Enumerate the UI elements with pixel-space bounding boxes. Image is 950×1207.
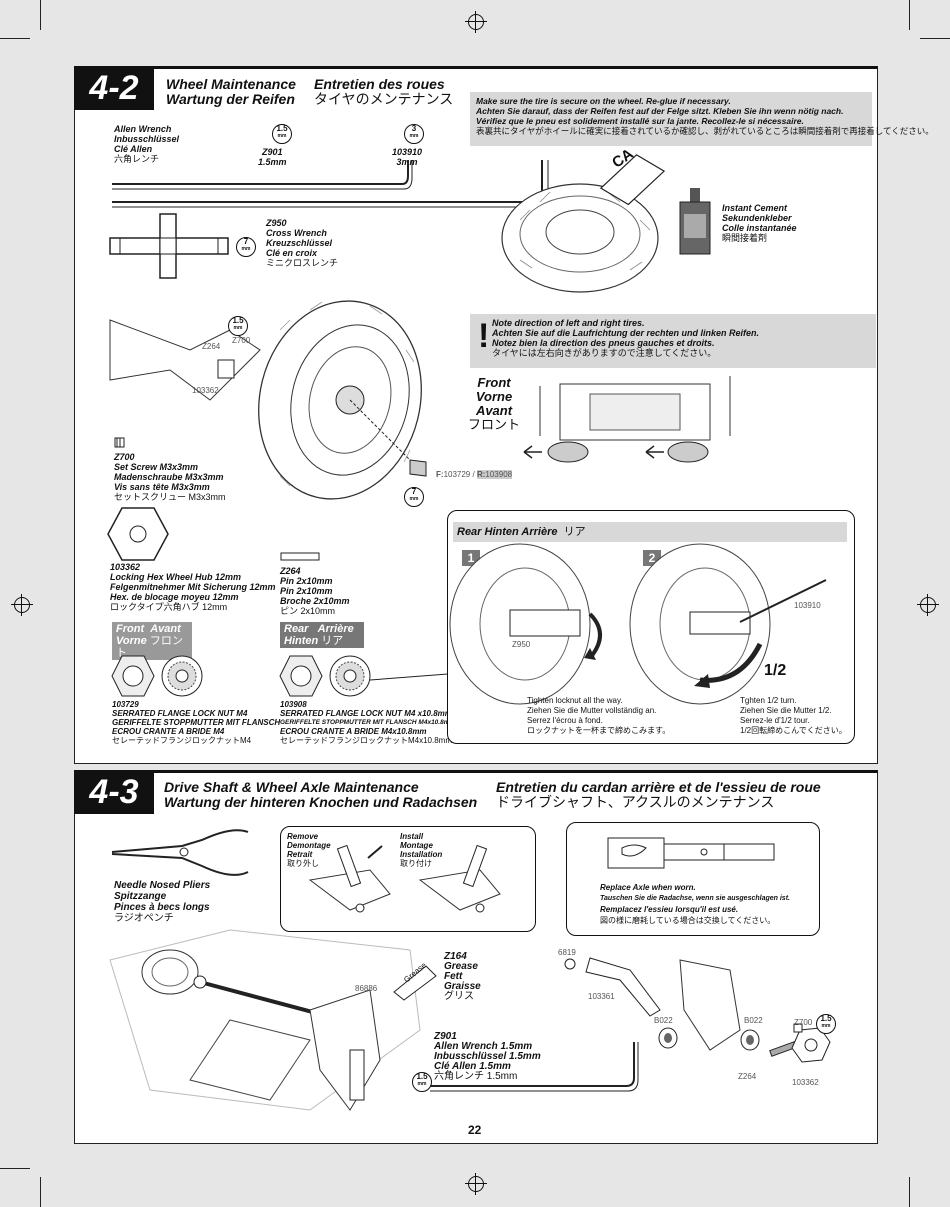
c103362-callout: 103362 xyxy=(792,1078,819,1087)
step-number: 4-2 xyxy=(74,66,154,110)
rear-driveshaft-illustration xyxy=(109,929,421,1111)
step-title-de: Wartung der hinteren Knochen und Radachs… xyxy=(164,794,478,810)
set-screw-icon xyxy=(114,437,125,448)
z264-callout: Z264 xyxy=(202,342,221,351)
crop-mark xyxy=(40,1177,41,1207)
z700-label: Z700 Set Screw M3x3mm Madenschraube M3x3… xyxy=(114,452,226,502)
z901-wrench-label: Z901 Allen Wrench 1.5mm Inbusschlüssel 1… xyxy=(434,1031,541,1082)
allen-wrench-illustration xyxy=(430,1042,639,1092)
z264-label: Z264 Pin 2x10mm Pin 2x10mm Broche 2x10mm… xyxy=(280,566,350,616)
rear-lock-nut-icons xyxy=(279,655,371,697)
direction-note: Note direction of left and right tires. … xyxy=(470,314,876,368)
registration-mark xyxy=(465,11,487,33)
install-label: Install Montage Installation 取り付け xyxy=(400,832,443,868)
worn-axle-illustration xyxy=(607,837,775,869)
z950-callout: Z950 xyxy=(512,640,531,649)
crop-mark xyxy=(0,38,30,39)
step-title-fr: Entretien des roues xyxy=(314,76,445,92)
step-number: 4-3 xyxy=(74,770,154,814)
chassis-illustration xyxy=(523,376,731,463)
front-label: Front Vorne Avant フロント xyxy=(468,375,521,432)
front-lock-nut-icons xyxy=(111,655,203,697)
rear-step1-illustration xyxy=(449,543,602,705)
rear-tag: Rear Arrière Hinten リア xyxy=(280,622,364,648)
warning-icon: ! xyxy=(478,317,490,355)
crop-mark xyxy=(40,0,41,30)
step-title-fr: Entretien du cardan arrière et de l'essi… xyxy=(496,779,821,795)
rear-step1-caption: Tighten locknut all the way. Ziehen Sie … xyxy=(527,696,671,735)
registration-mark xyxy=(917,594,939,616)
wheel-exploded-illustration xyxy=(109,300,427,500)
tire-secure-note: Make sure the tire is secure on the whee… xyxy=(470,92,934,146)
needle-nose-pliers-illustration xyxy=(111,829,249,876)
page-number: 22 xyxy=(468,1123,482,1137)
step-title-en: Wheel Maintenance xyxy=(166,76,296,92)
step-title-jp: タイヤのメンテナンス xyxy=(314,91,454,107)
rear-step2-caption: Tghten 1/2 turn. Ziehen Sie die Mutter 1… xyxy=(740,696,847,735)
z700-callout: Z700 xyxy=(794,1018,813,1027)
registration-mark xyxy=(465,1173,487,1195)
remove-label: Remove Demontage Retrait 取り外し xyxy=(287,832,331,868)
z164-label: Z164 Grease Fett Graisse グリス xyxy=(444,951,481,1002)
c6819-callout: 6819 xyxy=(558,948,576,957)
half-turn-label: 1/2 xyxy=(764,662,787,679)
axle-exploded-illustration xyxy=(564,957,831,1063)
front-tag: Front Avant Vorne フロント xyxy=(112,622,192,660)
w103910-callout: 103910 xyxy=(794,601,821,610)
rear-procedure-header: Rear Hinten Arrière リア xyxy=(453,522,847,542)
p103729-label: 103729 SERRATED FLANGE LOCK NUT M4 GERIF… xyxy=(112,700,281,745)
b022b-callout: B022 xyxy=(744,1016,763,1025)
step-title-de: Wartung der Reifen xyxy=(166,91,295,107)
remove-install-illustration xyxy=(308,844,501,913)
step-title-jp: ドライブシャフト、アクスルのメンテナンス xyxy=(496,794,775,810)
cross-wrench-illustration xyxy=(109,213,229,279)
p103362-callout: 103362 xyxy=(192,386,219,395)
crop-mark xyxy=(909,1177,910,1207)
z700-callout: Z700 xyxy=(232,336,251,345)
pin-icon xyxy=(280,552,320,561)
pliers-label: Needle Nosed Pliers Spitzzange Pinces à … xyxy=(114,880,211,924)
instant-cement-label: Instant Cement Sekundenkleber Colle inst… xyxy=(722,203,797,243)
crop-mark xyxy=(920,38,950,39)
z264-callout: Z264 xyxy=(738,1072,757,1081)
p103908-label: 103908 SERRATED FLANGE LOCK NUT M4 x10.8… xyxy=(280,700,456,745)
crop-mark xyxy=(0,1168,30,1169)
nut-code-callout: F:103729 / R:103908 xyxy=(436,470,513,479)
hex-hub-icon xyxy=(107,507,169,561)
allen-wrench-label: Allen Wrench Inbusschlüssel Clé Allen 六角… xyxy=(114,124,180,164)
rear-callout-pointer xyxy=(369,673,449,681)
grease-tube-icon xyxy=(393,965,437,1001)
c103361-callout: 103361 xyxy=(588,992,615,1001)
b022a-callout: B022 xyxy=(654,1016,673,1025)
step-title-en: Drive Shaft & Wheel Axle Maintenance xyxy=(164,779,419,795)
z950-label: Z950 Cross Wrench Kreuzschlüssel Clé en … xyxy=(266,218,339,268)
crop-mark xyxy=(909,0,910,30)
rear-step2-illustration xyxy=(629,543,827,705)
tire-glue-illustration xyxy=(501,154,666,293)
instant-cement-bottle xyxy=(679,188,711,255)
allen-wrench-illustration xyxy=(112,160,549,208)
replace-axle-label: Replace Axle when worn. Tauschen Sie die… xyxy=(600,883,790,925)
p103362-label: 103362 Locking Hex Wheel Hub 12mm Felgen… xyxy=(110,562,276,612)
p86886-callout: 86886 xyxy=(355,984,378,993)
registration-mark xyxy=(11,594,33,616)
